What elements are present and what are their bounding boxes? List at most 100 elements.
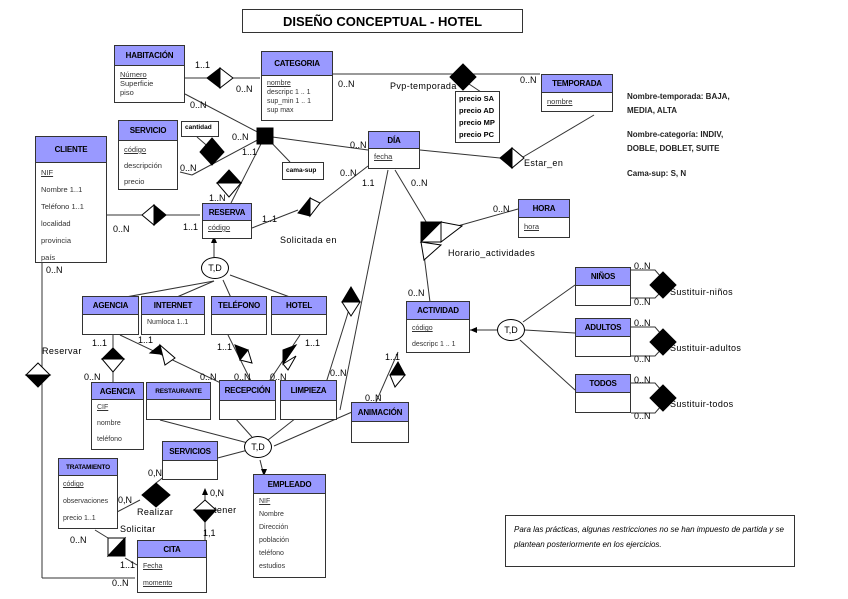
entity-name: SERVICIO xyxy=(119,121,177,141)
entity-reserva[interactable]: RESERVA código xyxy=(202,203,252,239)
entity-agencia[interactable]: AGENCIA xyxy=(82,296,139,335)
hierarchy-actividad: T,D xyxy=(497,319,525,341)
entity-animacion[interactable]: ANIMACIÓN xyxy=(351,402,409,443)
relationship-sustituir-todos: Sustituir-todos xyxy=(670,399,734,409)
cardinality: 0..N xyxy=(493,204,510,214)
entity-agencia-cif[interactable]: AGENCIA CIF nombre teléfono xyxy=(91,382,144,450)
entity-name: AGENCIA xyxy=(83,297,138,315)
entity-categoria[interactable]: CATEGORIA nombre descripc 1 .. 1 sup_min… xyxy=(261,51,333,121)
entity-name: RESERVA xyxy=(203,204,251,221)
entity-name: CITA xyxy=(138,541,206,558)
cardinality: 1..1 xyxy=(138,335,154,345)
entity-attribute: hora xyxy=(524,222,540,231)
entity-attribute: estudios xyxy=(259,563,286,570)
entity-dia[interactable]: DÍA fecha xyxy=(368,131,420,169)
entity-name: EMPLEADO xyxy=(254,475,325,494)
cardinality: 0..N xyxy=(340,168,357,178)
cardinality: 0..N xyxy=(112,578,129,588)
cardinality: 1..1 xyxy=(217,342,233,352)
cardinality: 0..N xyxy=(113,224,130,234)
entity-cliente[interactable]: CLIENTE NIF Nombre 1..1 Teléfono 1..1 lo… xyxy=(35,136,107,263)
note-line: Nombre-temporada: BAJA, xyxy=(627,92,730,101)
cardinality: 1..N xyxy=(209,193,226,203)
attribute-box-cantidad: cantidad xyxy=(181,121,219,137)
attribute-box-precios: precio SA precio AD precio MP precio PC xyxy=(455,91,500,143)
entity-adultos[interactable]: ADULTOS xyxy=(575,318,631,357)
entity-attribute: código xyxy=(412,325,433,332)
entity-internet[interactable]: INTERNET Numloca 1..1 xyxy=(141,296,205,335)
cardinality: 1..1 xyxy=(120,560,136,570)
entity-limpieza[interactable]: LIMPIEZA xyxy=(280,380,337,420)
cardinality: 0,N xyxy=(118,495,133,505)
entity-attribute: sup_min 1 .. 1 xyxy=(267,98,311,105)
entity-hotel[interactable]: HOTEL xyxy=(271,296,327,335)
cardinality: 0..N xyxy=(350,140,367,150)
entity-name: RECEPCIÓN xyxy=(220,381,275,401)
entity-attribute: código xyxy=(124,145,147,154)
relationship-sustituir-adultos: Sustituir-adultos xyxy=(670,343,742,353)
entity-name: TELÉFONO xyxy=(212,297,266,315)
entity-attribute: descripc 1 .. 1 xyxy=(412,341,456,348)
relationship-sustituir-ninos: Sustituir-niños xyxy=(670,287,734,297)
entity-servicios[interactable]: SERVICIOS xyxy=(162,441,218,480)
cardinality: 0..N xyxy=(84,372,101,382)
hierarchy-reserva: T,D xyxy=(201,257,229,279)
cardinality: 0..N xyxy=(234,372,251,382)
entity-telefono[interactable]: TELÉFONO xyxy=(211,296,267,335)
cardinality: 0..N xyxy=(70,535,87,545)
entity-attribute: descripción xyxy=(124,161,162,170)
entity-attribute: CIF xyxy=(97,404,109,411)
cardinality: 1..1 xyxy=(262,214,278,224)
cardinality: 0..N xyxy=(46,265,63,275)
entity-servicio[interactable]: SERVICIO código descripción precio xyxy=(118,120,178,190)
entity-ninos[interactable]: NIÑOS xyxy=(575,267,631,306)
note-categoria: Nombre-categoría: INDIV, DOBLE, DOBLET, … xyxy=(627,128,723,156)
cardinality: 0..N xyxy=(232,132,249,142)
entity-attribute: fecha xyxy=(374,152,393,161)
entity-hora[interactable]: HORA hora xyxy=(518,199,570,238)
cardinality: 1..1 xyxy=(195,60,211,70)
cardinality: 1,1 xyxy=(203,528,216,538)
entity-temporada[interactable]: TEMPORADA nombre xyxy=(541,74,613,112)
entity-name: DÍA xyxy=(369,132,419,149)
cardinality: 0,N xyxy=(148,468,163,478)
entity-habitacion[interactable]: HABITACIÓN Número Superficie piso xyxy=(114,45,185,103)
entity-attribute: país xyxy=(41,253,56,262)
entity-name: LIMPIEZA xyxy=(281,381,336,401)
entity-attribute: observaciones xyxy=(63,498,109,505)
entity-name: ACTIVIDAD xyxy=(407,302,469,320)
entity-restaurante[interactable]: RESTAURANTE xyxy=(146,382,211,420)
cardinality: 1..1 xyxy=(183,222,199,232)
precio-attr: precio AD xyxy=(459,106,495,115)
entity-name: INTERNET xyxy=(142,297,204,315)
attribute-box-cama-sup: cama-sup xyxy=(282,162,324,180)
entity-attribute: teléfono xyxy=(97,436,122,443)
entity-attribute: precio 1..1 xyxy=(63,515,96,522)
entity-attribute: Numloca 1..1 xyxy=(147,319,189,326)
cardinality: 0..N xyxy=(365,393,382,403)
entity-name: ANIMACIÓN xyxy=(352,403,408,422)
entity-attribute: Nombre 1..1 xyxy=(41,185,83,194)
cardinality: 0..N xyxy=(270,372,287,382)
cardinality: 0..N xyxy=(634,411,651,421)
entity-tratamiento[interactable]: TRATAMIENTO código observaciones precio … xyxy=(58,458,118,529)
cardinality: 0..N xyxy=(634,318,651,328)
cardinality: 1..1 xyxy=(385,352,401,362)
note-line: MEDIA, ALTA xyxy=(627,106,678,115)
entity-attribute: nombre xyxy=(547,97,573,106)
entity-attribute: sup max xyxy=(267,107,294,114)
entity-empleado[interactable]: EMPLEADO NIF Nombre Dirección población … xyxy=(253,474,326,578)
entity-recepcion[interactable]: RECEPCIÓN xyxy=(219,380,276,420)
entity-cita[interactable]: CITA Fecha momento xyxy=(137,540,207,593)
entity-name: CATEGORIA xyxy=(262,52,332,76)
note-camasup: Cama-sup: S, N xyxy=(627,167,686,181)
entity-name: AGENCIA xyxy=(92,383,143,400)
entity-actividad[interactable]: ACTIVIDAD código descripc 1 .. 1 xyxy=(406,301,470,353)
note-line: Cama-sup: S, N xyxy=(627,169,687,178)
precio-attr: precio PC xyxy=(459,130,495,139)
entity-attribute: nombre xyxy=(267,80,291,87)
entity-name: HABITACIÓN xyxy=(115,46,184,66)
entity-attribute: nombre xyxy=(97,420,121,427)
relationship-solicitar: Solicitar xyxy=(120,524,156,534)
entity-todos[interactable]: TODOS xyxy=(575,374,631,413)
